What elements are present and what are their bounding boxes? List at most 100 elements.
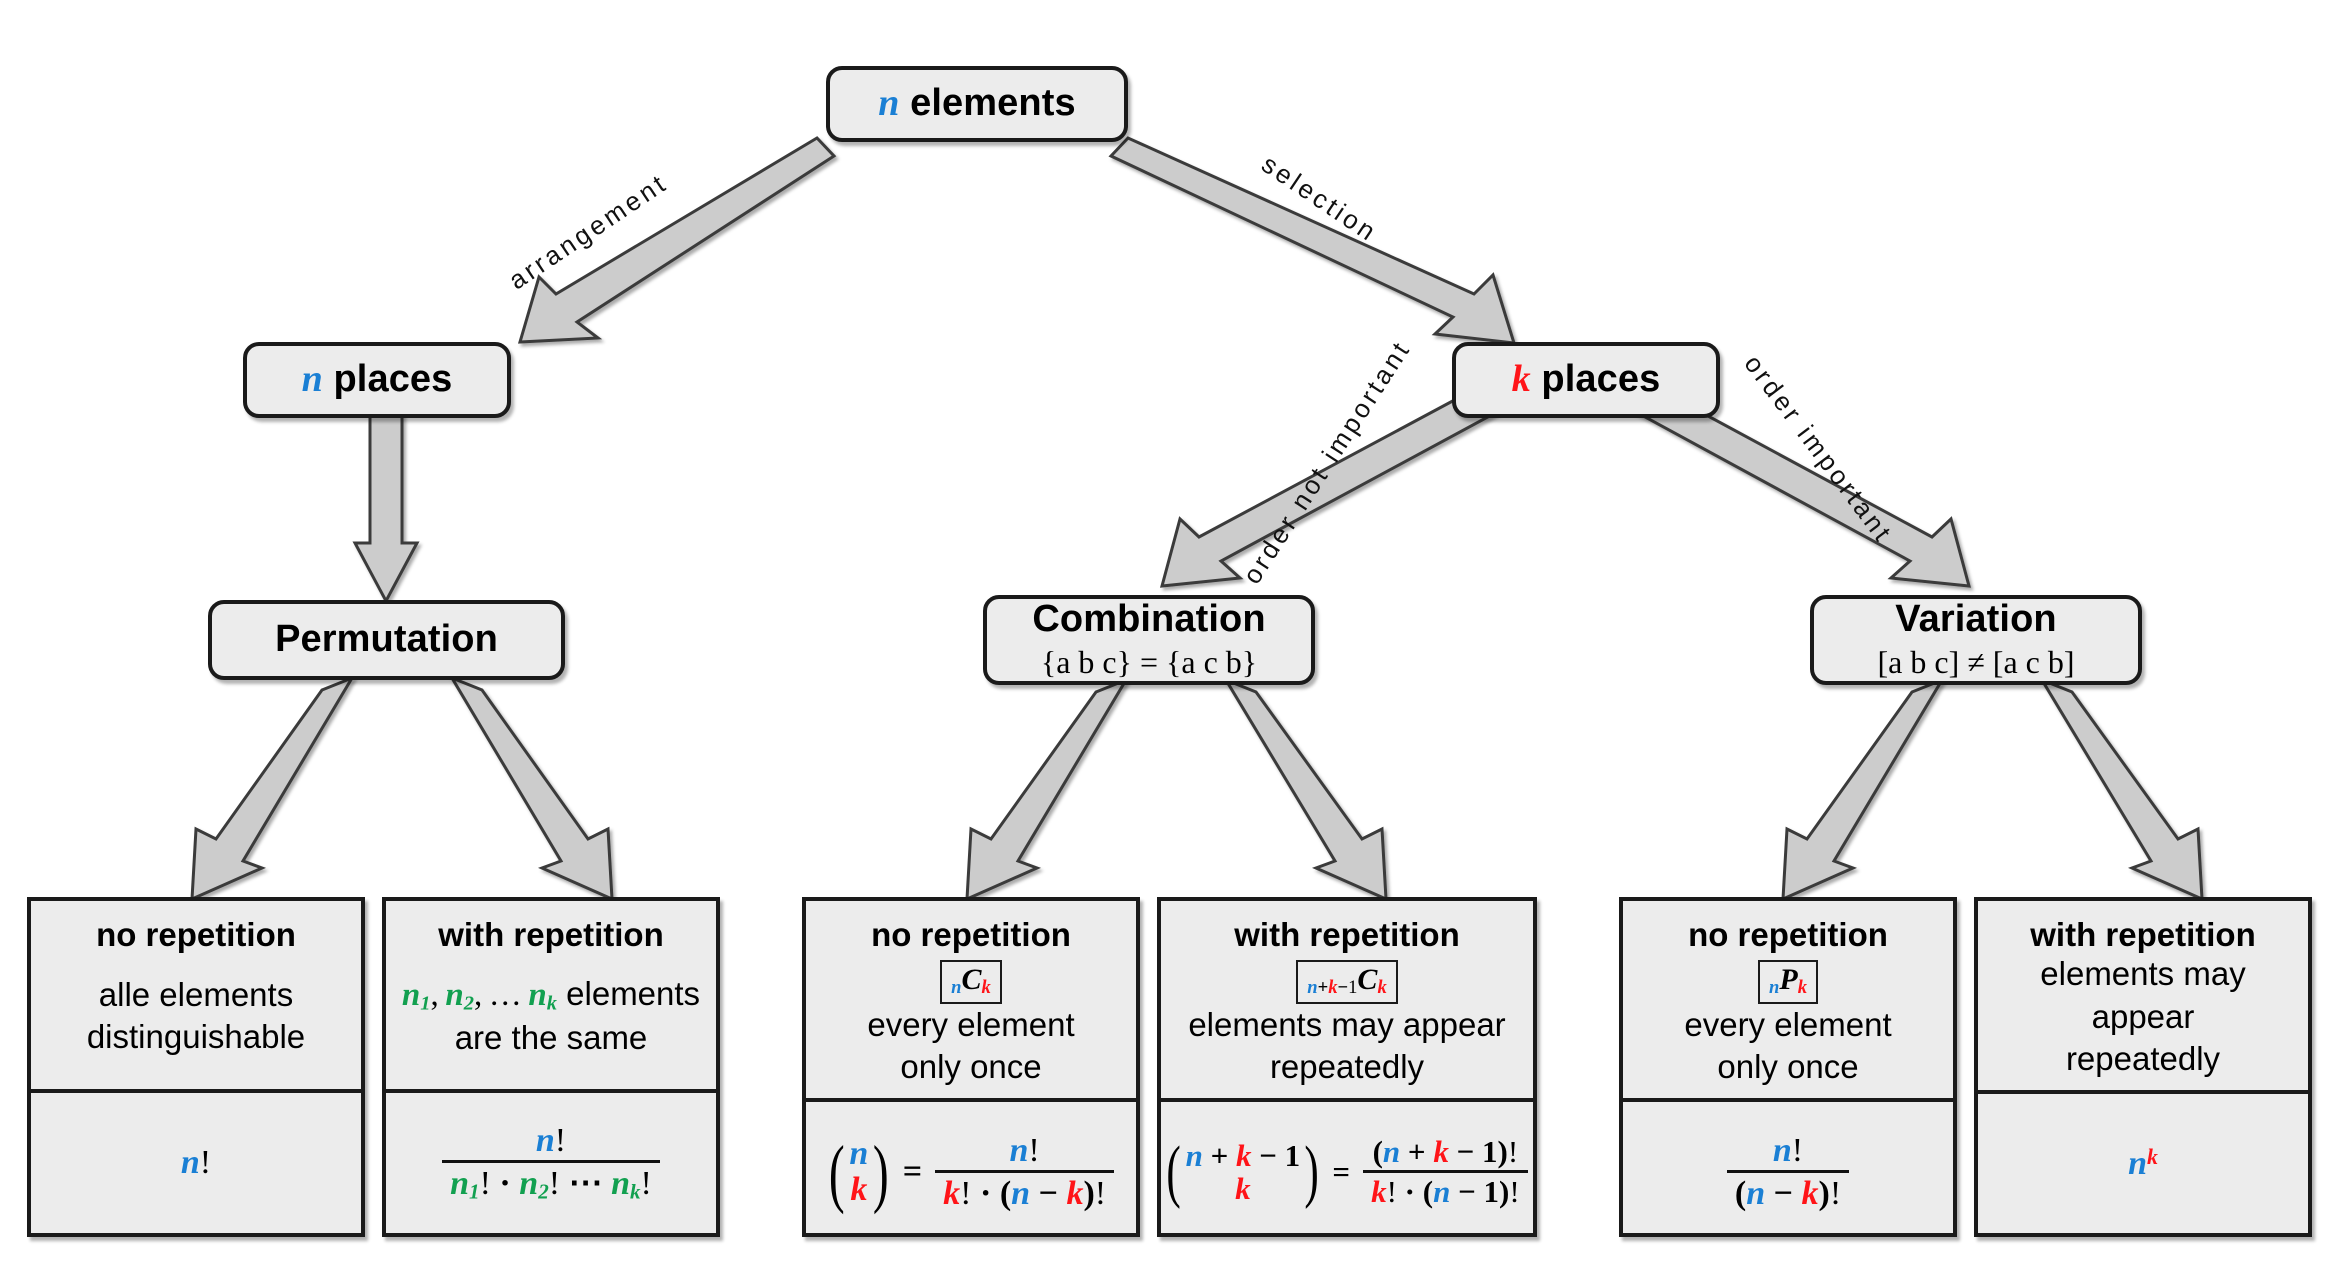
node-n-places-label: n places — [301, 358, 453, 401]
desc-line-1: n1, n2, … nk elements — [401, 975, 701, 1015]
panel-upper: with repetition n1, n2, … nk elements ar… — [386, 901, 716, 1089]
node-k-places[interactable]: k places — [1452, 342, 1720, 418]
node-k-places-text: places — [1530, 358, 1661, 401]
fraction-denominator: k! · (n − k)! — [935, 1170, 1115, 1212]
panel-variation-with-repetition[interactable]: with repetition elements may appear repe… — [1974, 897, 2312, 1237]
equals-sign: = — [902, 1153, 923, 1191]
node-combination[interactable]: Combination {a b c} = {a c b} — [983, 595, 1315, 685]
panel-upper: with repetition elements may appear repe… — [1978, 901, 2308, 1090]
panel-notation-nCk: nCk — [940, 960, 1002, 1004]
edge-label-arrangement: arrangement — [503, 167, 674, 296]
symbol-n1: n1 — [401, 977, 431, 1015]
desc-line-2: only once — [1717, 1047, 1859, 1085]
fraction-denominator: (n − k)! — [1726, 1170, 1850, 1212]
desc-line-1: elements may appear — [1188, 1005, 1506, 1043]
panel-heading: no repetition — [1688, 916, 1888, 953]
fraction-numerator: n! — [1772, 1131, 1804, 1169]
panel-description: elements may appear repeatedly — [1988, 953, 2298, 1080]
desc-line-2: are the same — [454, 1018, 648, 1056]
panel-description: every element only once — [816, 1004, 1126, 1088]
arrow-order-not-important — [1159, 387, 1500, 588]
panel-permutation-with-repetition[interactable]: with repetition n1, n2, … nk elements ar… — [382, 897, 720, 1237]
node-n-elements-label: n elements — [878, 82, 1076, 125]
panel-combination-with-repetition[interactable]: with repetition n+k−1Ck elements may app… — [1157, 897, 1537, 1237]
panel-description: alle elements distinguishable — [41, 974, 351, 1058]
symbol-n2: n2 — [445, 977, 474, 1015]
panel-notation-npluskminus1Ck: n+k−1Ck — [1296, 960, 1398, 1004]
desc-line-2: distinguishable — [86, 1018, 306, 1056]
panel-heading: with repetition — [1234, 916, 1460, 953]
fraction: (n + k − 1)! k! · (n − 1)! — [1363, 1133, 1528, 1209]
symbol-P: P — [1779, 963, 1798, 997]
desc-line-2: repeatedly — [1269, 1047, 1425, 1085]
panel-upper: with repetition n+k−1Ck elements may app… — [1161, 901, 1533, 1098]
symbol-n: n — [878, 82, 900, 125]
desc-line-2: only once — [900, 1047, 1042, 1085]
arrow-var-norep — [1781, 676, 1946, 902]
fraction: n! k! · (n − k)! — [935, 1131, 1115, 1212]
panel-upper: no repetition nPk every element only onc… — [1623, 901, 1953, 1098]
panel-combination-no-repetition[interactable]: no repetition nCk every element only onc… — [802, 897, 1140, 1237]
node-combination-title: Combination — [1032, 597, 1266, 640]
edge-label-selection: selection — [1256, 148, 1384, 248]
node-n-elements-text: elements — [899, 82, 1076, 125]
node-n-elements[interactable]: n elements — [826, 66, 1128, 142]
symbol-C: C — [1357, 963, 1378, 997]
panel-upper: no repetition alle elements distinguisha… — [31, 901, 361, 1089]
equals-sign: = — [1332, 1154, 1351, 1190]
fraction-numerator: n! — [535, 1121, 567, 1159]
node-n-places-text: places — [322, 358, 453, 401]
arrow-var-withrep — [2038, 676, 2204, 902]
arrow-perm-withrep — [448, 674, 614, 902]
symbol-k: k — [1377, 977, 1387, 999]
symbol-n: n — [951, 977, 962, 999]
node-variation-title: Variation — [1895, 597, 2057, 640]
panel-heading: no repetition — [96, 916, 296, 953]
fraction-denominator: n1! · n2! ⋯ nk! — [442, 1160, 660, 1203]
symbol-nk: nk — [528, 977, 557, 1015]
symbol-n: n — [301, 358, 323, 401]
panel-heading: with repetition — [438, 916, 664, 953]
fraction-denominator: k! · (n − 1)! — [1363, 1170, 1528, 1209]
desc-elements-word: elements — [556, 975, 701, 1013]
factorial-sign: ! — [199, 1144, 212, 1181]
panel-description: every element only once — [1633, 1004, 1943, 1088]
symbol-k: k — [1797, 977, 1807, 999]
panel-formula: n! (n − k)! — [1623, 1098, 1953, 1242]
panel-description: n1, n2, … nk elements are the same — [396, 973, 706, 1059]
desc-line-1: every element — [867, 1005, 1075, 1043]
fraction: n! n1! · n2! ⋯ nk! — [442, 1121, 660, 1203]
symbol-k: k — [981, 977, 991, 999]
panel-formula: n! — [31, 1089, 361, 1233]
fraction-numerator: n! — [1009, 1131, 1040, 1169]
panel-formula: n! n1! · n2! ⋯ nk! — [386, 1089, 716, 1233]
node-k-places-label: k places — [1511, 358, 1661, 401]
arrow-comb-norep — [965, 676, 1130, 902]
edge-label-order-not-important: order not important — [1236, 334, 1417, 590]
desc-line-1: alle elements — [98, 975, 294, 1013]
node-permutation[interactable]: Permutation — [208, 600, 565, 680]
node-n-places[interactable]: n places — [243, 342, 511, 418]
node-combination-subtitle: {a b c} = {a c b} — [1040, 643, 1258, 680]
arrow-perm-norep — [190, 674, 356, 902]
fraction-numerator: (n + k − 1)! — [1372, 1133, 1519, 1169]
symbol-C: C — [961, 963, 982, 997]
panel-variation-no-repetition[interactable]: no repetition nPk every element only onc… — [1619, 897, 1957, 1237]
node-variation[interactable]: Variation [a b c] ≠ [a c b] — [1810, 595, 2142, 685]
panel-heading: no repetition — [871, 916, 1071, 953]
edge-label-order-important: order important — [1738, 349, 1900, 549]
symbol-k-exponent: k — [2147, 1144, 2158, 1169]
desc-line-2: repeatedly — [2065, 1039, 2221, 1077]
arrow-selection — [1108, 136, 1517, 345]
panel-permutation-no-repetition[interactable]: no repetition alle elements distinguisha… — [27, 897, 365, 1237]
symbol-n: n — [1769, 977, 1780, 999]
desc-line-1: elements may appear — [2040, 955, 2246, 1035]
fraction: n! (n − k)! — [1726, 1131, 1850, 1212]
panel-description: elements may appear repeatedly — [1171, 1004, 1523, 1088]
symbol-k: k — [1511, 358, 1531, 401]
panel-upper: no repetition nCk every element only onc… — [806, 901, 1136, 1098]
